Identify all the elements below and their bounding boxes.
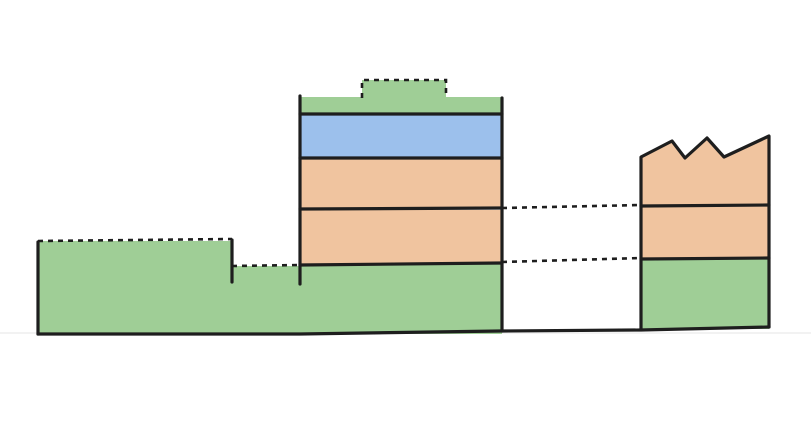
tower-slab-2 <box>298 206 504 211</box>
podium-connector-fill <box>232 266 302 334</box>
tower-floor-blue-fill <box>300 114 502 158</box>
right-building-ground-floor-fill <box>641 259 769 329</box>
lower-bridge-dashed <box>501 256 642 264</box>
left-block-roof-dashed <box>37 237 233 243</box>
tower-ground-floor-fill <box>300 264 502 334</box>
right-building-outline <box>639 134 771 331</box>
upper-bridge-dashed <box>501 203 642 210</box>
right-building-upper-peach-fill <box>641 136 769 206</box>
tower-floor-upper-peach-fill <box>300 158 502 208</box>
rooftop-pavilion-fill <box>362 80 446 98</box>
left-block-outline <box>36 238 234 336</box>
tower-floor-lower-peach-fill <box>300 210 502 264</box>
connector-roof-dashed <box>231 263 301 268</box>
ground-line <box>36 325 771 336</box>
rooftop-pavilion-dashed <box>360 78 448 98</box>
right-building-slab-lower <box>639 256 771 261</box>
right-building-lower-peach-fill <box>641 206 769 259</box>
tower-roof-green-fill <box>300 97 502 114</box>
tower-slab-1 <box>298 261 504 267</box>
right-building-slab-upper <box>639 203 771 208</box>
left-low-block-fill <box>38 241 232 334</box>
